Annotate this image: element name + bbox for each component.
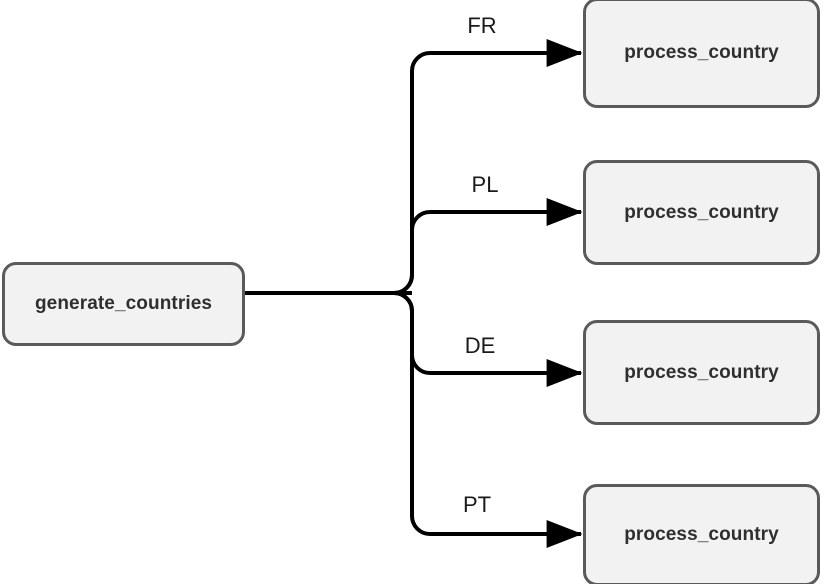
node-process-country-fr[interactable]: process_country — [583, 0, 820, 108]
node-label: process_country — [624, 361, 779, 383]
edge-label-pl: PL — [471, 172, 499, 197]
edge-label-de: DE — [464, 333, 496, 358]
edge-pl-join — [393, 274, 414, 295]
node-label: process_country — [624, 42, 779, 63]
node-process-country-pl[interactable]: process_country — [583, 160, 820, 265]
node-label: generate_countries — [34, 293, 213, 314]
edge-fr — [410, 39, 583, 275]
edge-label-pt: PT — [462, 492, 492, 517]
node-label: process_country — [624, 524, 779, 545]
node-process-country-pt[interactable]: process_country — [583, 484, 820, 584]
edge-paths — [245, 39, 583, 548]
edge-pl — [410, 198, 583, 275]
edge-de — [410, 311, 583, 387]
edge-pt-join — [393, 291, 414, 312]
node-process-country-de[interactable]: process_country — [583, 320, 820, 425]
node-label: process_country — [624, 201, 779, 223]
node-generate-countries[interactable]: generate_countries — [2, 262, 245, 346]
edge-pt — [410, 311, 583, 548]
edge-label-fr: FR — [467, 13, 497, 38]
